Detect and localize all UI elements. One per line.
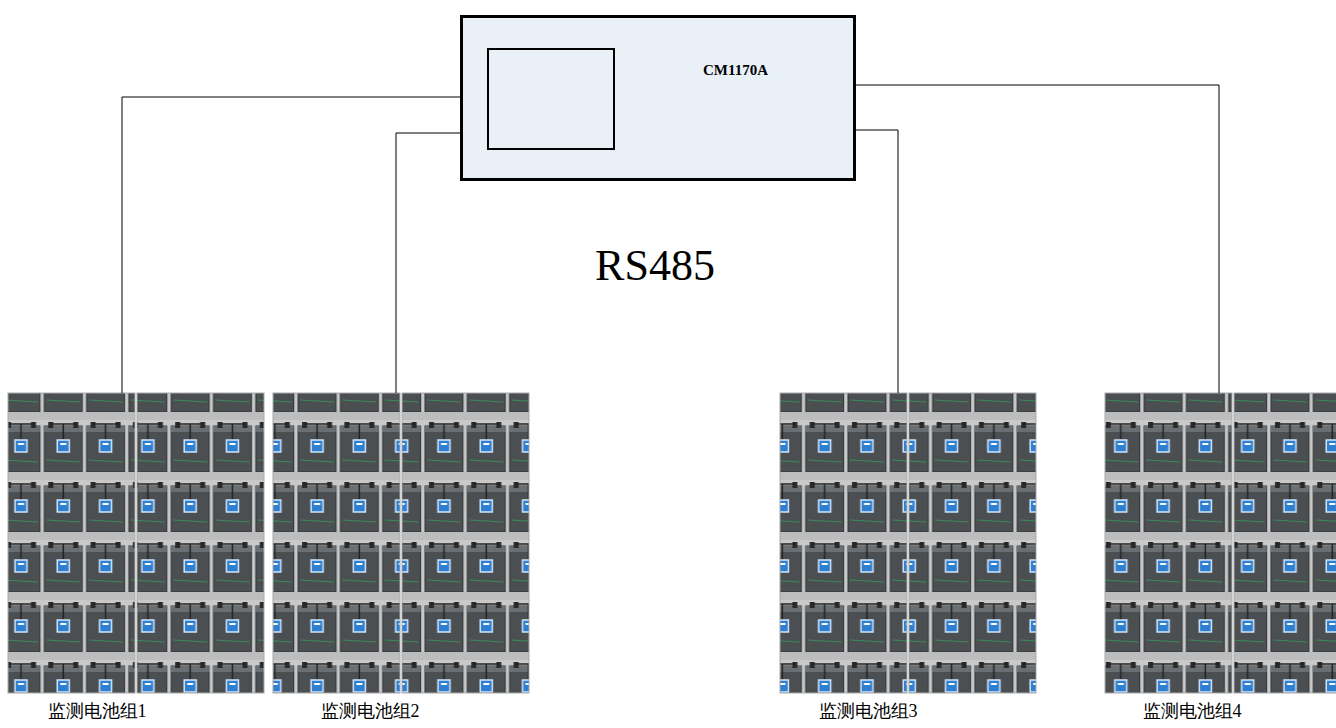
battery-rack-4 — [1105, 393, 1336, 693]
battery-group: 监测电池组1 — [8, 393, 266, 723]
rs485-wire — [122, 97, 460, 393]
battery-group: 监测电池组3 — [780, 393, 1038, 723]
rs485-wire — [856, 130, 898, 393]
battery-group: 监测电池组2 — [273, 393, 531, 723]
bus-label: RS485 — [595, 240, 715, 291]
battery-rack-3 — [780, 393, 1036, 693]
group-label: 监测电池组4 — [1143, 699, 1242, 723]
display-screen — [487, 48, 615, 150]
controller-box: CM1170A — [460, 15, 856, 181]
battery-rack-1 — [8, 393, 264, 693]
group-label: 监测电池组1 — [48, 699, 147, 723]
battery-rack-2 — [273, 393, 529, 693]
rs485-wire — [396, 133, 460, 393]
group-label: 监测电池组3 — [819, 699, 918, 723]
battery-group: 监测电池组4 — [1105, 393, 1336, 723]
device-name: CM1170A — [703, 62, 768, 79]
group-label: 监测电池组2 — [321, 699, 420, 723]
rs485-wire — [856, 85, 1219, 393]
